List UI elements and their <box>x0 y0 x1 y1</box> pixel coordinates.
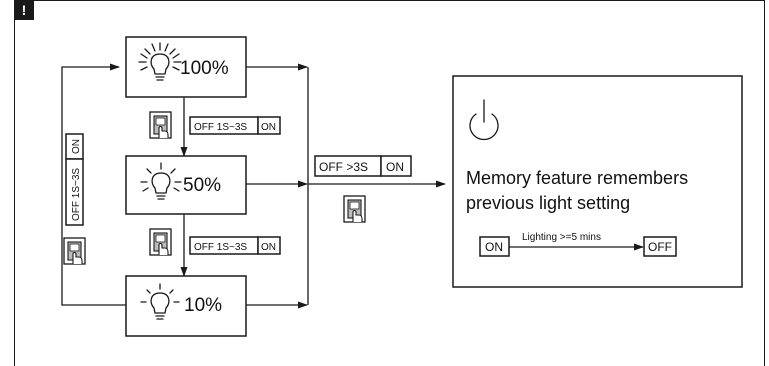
power-icon <box>469 99 499 141</box>
on-label: ON <box>386 160 404 174</box>
memory-state-on: ON <box>485 240 503 254</box>
wall-switch-icon <box>149 228 172 256</box>
switch-label-long: OFF >3S ON <box>314 155 412 177</box>
warning-mark: ! <box>14 0 34 20</box>
on-label: ON <box>71 139 82 154</box>
off-long-label: OFF >3S <box>319 160 368 174</box>
bulb-icon <box>140 162 182 200</box>
wall-switch-icon <box>63 237 86 265</box>
level-label-10: 10% <box>184 295 222 316</box>
bulb-icon <box>138 42 182 81</box>
switch-label-short-1: OFF 1S~3S ON <box>189 116 281 135</box>
switch-label-vertical: ON OFF 1S~3S <box>65 133 84 226</box>
bulb-icon <box>140 283 180 320</box>
on-label: ON <box>261 242 276 253</box>
switch-label-short-2: OFF 1S~3S ON <box>189 236 281 255</box>
memory-panel: Memory feature remembers previous light … <box>452 75 743 288</box>
memory-text-line1: Memory feature remembers <box>466 168 688 188</box>
loop-connector-left <box>61 63 126 306</box>
level-box-100: 100% <box>125 36 247 98</box>
level-label-50: 50% <box>183 175 221 196</box>
off-short-label: OFF 1S~3S <box>194 122 247 133</box>
on-label: ON <box>261 122 276 133</box>
memory-state-off: OFF <box>648 240 672 254</box>
off-short-label: OFF 1S~3S <box>194 242 247 253</box>
wall-switch-icon <box>343 195 366 223</box>
timer-label: Lighting >=5 mins <box>522 232 601 243</box>
memory-text-line2: previous light setting <box>466 193 630 213</box>
level-box-50: 50% <box>125 155 247 215</box>
level-label-100: 100% <box>180 58 229 79</box>
off-short-label: OFF 1S~3S <box>71 168 82 221</box>
wall-switch-icon <box>149 111 172 139</box>
level-box-10: 10% <box>125 275 247 337</box>
diagram-frame <box>14 0 765 366</box>
